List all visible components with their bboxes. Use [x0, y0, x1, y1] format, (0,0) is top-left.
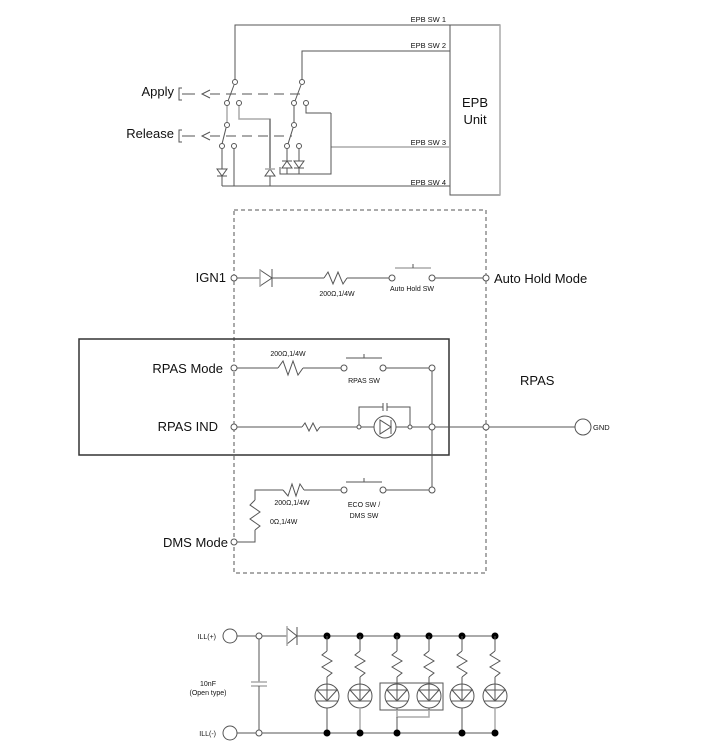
rpas-ind-label: RPAS IND [158, 419, 218, 434]
ill-minus-terminal [222, 725, 238, 741]
resistor-icon [249, 499, 261, 531]
epb-sw-2-label: EPB SW 2 [411, 41, 446, 50]
resistor-icon [489, 650, 501, 678]
epb-section: EPB Unit EPB SW 1 EPB SW 2 EPB SW 3 EPB … [126, 15, 501, 196]
gnd-terminal [574, 418, 592, 436]
junction-dot [393, 729, 401, 737]
junction-dot [356, 729, 364, 737]
rpas-section: RPAS IGN1 200Ω,1/4W Auto Hold SW Auto Ho… [78, 209, 610, 574]
epb-unit-label-1: EPB [462, 95, 488, 110]
led-group-box [379, 682, 444, 711]
junction-dot [458, 729, 466, 737]
rpas-module-label: RPAS [520, 373, 555, 388]
diode-icon [216, 168, 228, 177]
dms-resistor-label: 200Ω,1/4W [274, 500, 310, 507]
wire-epb-sw-1 [234, 24, 450, 80]
release-arrow-icon [200, 131, 211, 141]
ign1-terminal [230, 274, 238, 282]
rpas-module-boundary [233, 209, 487, 574]
junction-dot [491, 729, 499, 737]
release-label: Release [126, 126, 174, 141]
resistor-icon [354, 650, 366, 678]
auto-hold-mode-label: Auto Hold Mode [494, 271, 587, 286]
eco-switch-label-2: DMS SW [350, 513, 379, 520]
rpas-highlight-box [78, 338, 450, 456]
resistor-icon [423, 650, 435, 678]
epb-sw-4-label: EPB SW 4 [411, 178, 446, 187]
epb-sw-3-label: EPB SW 3 [411, 138, 446, 147]
resistor-icon [301, 421, 321, 433]
auto-hold-terminal [482, 274, 490, 282]
diode-icon [264, 168, 276, 177]
apply-arrow-icon [200, 89, 211, 99]
auto-hold-switch-label: Auto Hold SW [390, 286, 434, 293]
diode-icon [286, 626, 298, 646]
epb-sw-1-label: EPB SW 1 [411, 15, 446, 24]
capacitor-label-2: (Open type) [190, 690, 227, 697]
ill-plus-terminal [222, 628, 238, 644]
resistor-icon [456, 650, 468, 678]
dms-series-resistor-label: 0Ω,1/4W [270, 519, 298, 526]
rpas-mode-label: RPAS Mode [152, 361, 223, 376]
resistor-icon [391, 650, 403, 678]
wire-epb-sw-2 [301, 50, 450, 80]
diode-icon [293, 160, 305, 169]
diode-icon [281, 160, 293, 169]
rpas-mode-resistor-label: 200Ω,1/4W [270, 351, 306, 358]
diode-icon [259, 269, 273, 287]
apply-label: Apply [141, 84, 174, 99]
apply-bracket-icon [178, 87, 182, 101]
resistor-icon [277, 359, 304, 377]
junction-dot [323, 729, 331, 737]
led-ladder [314, 632, 508, 737]
gnd-label: GND [593, 423, 610, 432]
eco-switch-label-1: ECO SW / [348, 502, 380, 509]
rpas-ind-terminal [230, 423, 238, 431]
capacitor-label-1: 10nF [200, 681, 216, 688]
resistor-icon [282, 482, 305, 498]
resistor-icon [323, 270, 348, 286]
ill-plus-label: ILL(+) [198, 634, 216, 641]
ill-section: ILL(+) ILL(-) 10nF (Open type) [190, 626, 508, 741]
epb-unit-box [449, 24, 501, 196]
ill-minus-label: ILL(-) [199, 731, 216, 738]
rpas-mode-terminal [230, 364, 238, 372]
epb-unit-label-2: Unit [463, 112, 487, 127]
ign1-label: IGN1 [196, 270, 226, 285]
auto-hold-resistor-label: 200Ω,1/4W [319, 291, 355, 298]
dms-mode-label: DMS Mode [163, 535, 228, 550]
resistor-icon [321, 650, 333, 678]
rpas-switch-label: RPAS SW [348, 378, 380, 385]
dms-mode-terminal [230, 538, 238, 546]
release-bracket-icon [178, 129, 182, 143]
